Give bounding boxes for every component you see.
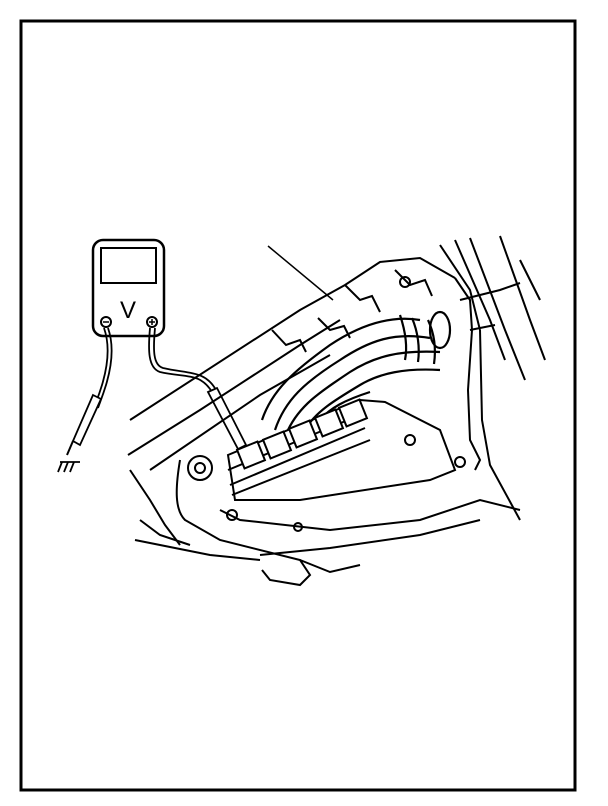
mount-bolt-1 [404, 434, 416, 446]
voltmeter-unit-label: V [120, 297, 136, 324]
connector-5 [337, 398, 369, 428]
connector-4 [313, 408, 345, 438]
leader-line [267, 245, 334, 301]
voltmeter-display [100, 247, 157, 284]
outer-border [19, 19, 577, 792]
negative-test-lead [57, 327, 113, 473]
ecu-housing [226, 398, 457, 501]
mount-bolt-2 [454, 456, 466, 468]
connector-1 [235, 440, 267, 470]
connector-2 [261, 430, 293, 460]
connector-3 [287, 419, 319, 449]
mount-bolt-3-inner [194, 462, 206, 474]
voltmeter: V [91, 238, 166, 338]
vehicle-panel-structure [127, 235, 546, 587]
ecu-connector-assembly [187, 398, 466, 501]
ground-symbol [57, 461, 80, 473]
wire-harness [260, 310, 452, 431]
positive-test-lead [148, 327, 248, 461]
ground-probe [71, 393, 103, 447]
